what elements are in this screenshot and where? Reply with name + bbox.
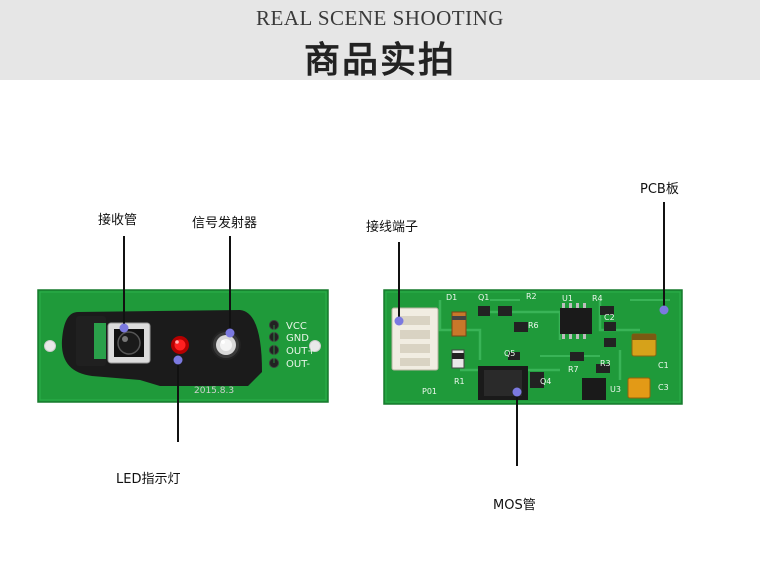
silk-c1: C1 xyxy=(658,361,669,370)
left-board: VCC GND OUT+ OUT- 2015.8.3 xyxy=(37,289,329,403)
label-receiver: 接收管 xyxy=(98,213,138,228)
pin-pads xyxy=(269,320,279,368)
led-part xyxy=(171,336,189,354)
marker-dot-pcb xyxy=(659,305,669,315)
silk-u3: U3 xyxy=(610,385,621,394)
silk-r7: R7 xyxy=(568,365,579,374)
marker-dot-mos xyxy=(512,387,522,397)
silk-q5: Q5 xyxy=(504,349,515,358)
silk-p01: P01 xyxy=(422,387,437,396)
label-pcb: PCB板 xyxy=(640,182,679,197)
silk-r6: R6 xyxy=(528,321,539,330)
label-transmitter: 信号发射器 xyxy=(192,216,258,231)
header-banner: REAL SCENE SHOOTING 商品实拍 xyxy=(0,0,760,81)
marker-dots xyxy=(119,305,669,397)
header-title-en: REAL SCENE SHOOTING xyxy=(256,6,504,30)
marker-dot-receiver xyxy=(119,323,129,333)
transmitter-part xyxy=(211,330,241,360)
terminal-connector-part xyxy=(391,307,439,371)
receiver-tube-part xyxy=(94,322,151,364)
board-date: 2015.8.3 xyxy=(194,386,234,396)
pin-label-vcc: VCC xyxy=(286,321,307,332)
silk-c3: C3 xyxy=(658,383,669,392)
pin-label-gnd: GND xyxy=(286,333,309,344)
pin-label-out-plus: OUT+ xyxy=(286,346,316,357)
silk-r2: R2 xyxy=(526,292,537,301)
silk-d1: D1 xyxy=(446,293,457,302)
silk-u1: U1 xyxy=(562,294,573,303)
marker-dot-led xyxy=(173,355,183,365)
marker-dot-transmitter xyxy=(225,328,235,338)
marker-dot-terminal xyxy=(394,316,404,326)
header-title-cn: 商品实拍 xyxy=(303,40,456,81)
silk-q4: Q4 xyxy=(540,377,551,386)
silk-r1: R1 xyxy=(454,377,465,386)
right-board: D1 Q1 R2 U1 R4 R6 C2 C1 Q5 Q4 R7 R3 U3 P… xyxy=(383,289,683,405)
label-led: LED指示灯 xyxy=(116,472,181,487)
silk-c2: C2 xyxy=(604,313,615,322)
pin-label-out-minus: OUT- xyxy=(286,359,310,370)
silk-r4: R4 xyxy=(592,294,603,303)
leader-lines xyxy=(123,202,665,466)
label-terminal: 接线端子 xyxy=(366,220,419,235)
label-mos: MOS管 xyxy=(493,498,536,513)
silk-r3: R3 xyxy=(600,359,611,368)
silk-q1: Q1 xyxy=(478,293,489,302)
